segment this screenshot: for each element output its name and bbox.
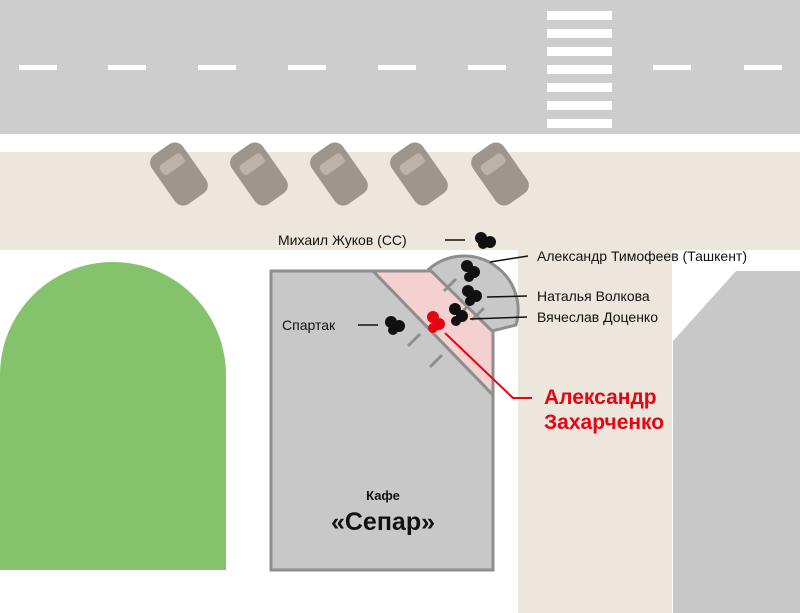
car xyxy=(390,142,448,206)
car xyxy=(310,142,368,206)
person-zhukov-icon xyxy=(475,232,496,249)
label-zakharchenko-line2: Захарченко xyxy=(544,411,664,434)
label-timofeev: Александр Тимофеев (Ташкент) xyxy=(537,248,747,264)
car-windows xyxy=(159,153,506,175)
neighbour-building xyxy=(673,271,800,613)
pedestrian-crossing xyxy=(547,11,612,128)
parked-cars xyxy=(150,142,529,206)
car xyxy=(471,142,529,206)
people xyxy=(385,232,496,335)
person-timofeev-icon xyxy=(461,260,480,282)
label-zhukov: Михаил Жуков (СС) xyxy=(278,232,407,248)
side-street xyxy=(518,250,672,613)
label-volkova: Наталья Волкова xyxy=(537,288,650,304)
cafe-name: «Сепар» xyxy=(331,508,435,536)
car xyxy=(150,142,208,206)
leader-line-zakharchenko xyxy=(444,332,532,399)
road-lane-marking xyxy=(19,65,782,70)
car xyxy=(230,142,288,206)
leader-lines xyxy=(358,239,529,326)
person-dotsenko-icon xyxy=(449,303,468,326)
person-spartak-icon xyxy=(385,316,405,335)
person-volkova-icon xyxy=(462,285,482,306)
label-spartak: Спартак xyxy=(282,317,336,333)
park xyxy=(0,262,226,570)
label-zakharchenko-line1: Александр xyxy=(544,386,657,409)
label-dotsenko: Вячеслав Доценко xyxy=(537,309,658,325)
person-zakharchenko-icon xyxy=(427,311,445,333)
cafe-building xyxy=(269,269,495,572)
cafe-caption: Кафе xyxy=(366,488,400,503)
